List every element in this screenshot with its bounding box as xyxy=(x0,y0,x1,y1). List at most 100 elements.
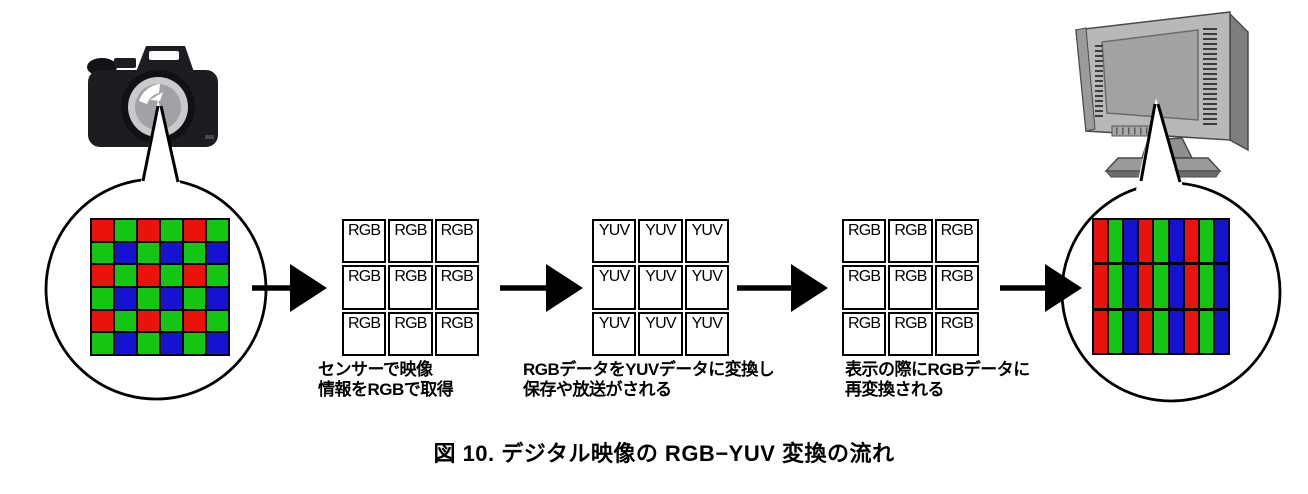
stage-caption-yuv: RGBデータをYUVデータに変換し 保存や放送がされる xyxy=(523,360,775,399)
sensor-pixel-B xyxy=(207,333,228,354)
sensor-pixel-R xyxy=(184,220,205,241)
display-subpixel-B xyxy=(1124,310,1138,353)
display-subpixel-G xyxy=(1154,265,1168,308)
display-subpixel-R xyxy=(1184,310,1198,353)
display-rgb-cell: RGB xyxy=(934,265,979,310)
sensor-pixel-R xyxy=(138,310,159,332)
display-subpixel-R xyxy=(1184,265,1198,308)
sensor-rgb-cell: RGB xyxy=(342,219,387,264)
sensor-pixel-G xyxy=(207,310,228,332)
sensor-pixel-G xyxy=(138,287,159,309)
sensor-pixel-B xyxy=(115,333,136,354)
sensor-pixel-G xyxy=(138,242,159,264)
sensor-pixel-R xyxy=(92,310,113,332)
display-subpixel-B xyxy=(1214,220,1228,263)
display-subpixel-G xyxy=(1109,265,1123,308)
display-rgb-cell: RGB xyxy=(888,219,933,264)
sensor-pixel-B xyxy=(161,333,182,354)
display-subpixel-B xyxy=(1214,265,1228,308)
sensor-pixel-B xyxy=(207,287,228,309)
display-subpixel-G xyxy=(1154,310,1168,353)
display-subpixel-R xyxy=(1184,220,1198,263)
sensor-pixel-R xyxy=(138,220,159,241)
flow-arrow-1 xyxy=(252,264,327,312)
display-rgb-cell: RGB xyxy=(888,311,933,356)
stage-caption-display: 表示の際にRGBデータに 再変換される xyxy=(845,360,1030,399)
display-subpixel-R xyxy=(1094,220,1108,263)
sensor-pixel-G xyxy=(184,242,205,264)
display-subpixel-B xyxy=(1169,220,1183,263)
monitor-icon xyxy=(1075,11,1249,178)
display-subpixel-B xyxy=(1214,310,1228,353)
sensor-rgb-cell: RGB xyxy=(434,311,479,356)
figure-caption: 図 10. デジタル映像の RGB−YUV 変換の流れ xyxy=(433,441,895,466)
yuv-cell: YUV xyxy=(592,219,637,264)
sensor-rgb-cell: RGB xyxy=(342,265,387,310)
display-subpixel-G xyxy=(1109,220,1123,263)
sensor-pixel-R xyxy=(184,310,205,332)
sensor-pixel-B xyxy=(161,287,182,309)
display-rgb-cell: RGB xyxy=(842,219,887,264)
sensor-rgb-cell: RGB xyxy=(342,311,387,356)
display-rgb-cell: RGB xyxy=(888,265,933,310)
sensor-pixel-G xyxy=(161,310,182,332)
sensor-pixel-G xyxy=(92,287,113,309)
display-subpixel-G xyxy=(1154,220,1168,263)
display-subpixel-R xyxy=(1094,310,1108,353)
sensor-pixel-G xyxy=(161,220,182,241)
yuv-cell: YUV xyxy=(592,311,637,356)
display-subpixel-R xyxy=(1139,265,1153,308)
sensor-pixel-G xyxy=(207,265,228,286)
flow-arrow-3 xyxy=(737,264,828,312)
stripe-grid xyxy=(1092,218,1230,355)
display-subpixel-R xyxy=(1094,265,1108,308)
sensor-pixel-G xyxy=(184,333,205,354)
sensor-pixel-B xyxy=(207,242,228,264)
display-subpixel-G xyxy=(1199,265,1213,308)
display-subpixel-B xyxy=(1169,265,1183,308)
sensor-pixel-G xyxy=(115,310,136,332)
display-rgb-cell: RGB xyxy=(934,311,979,356)
stage-caption-sensor: センサーで映像 情報をRGBで取得 xyxy=(318,360,454,399)
sensor-rgb-cell: RGB xyxy=(434,265,479,310)
display-subpixel-R xyxy=(1139,310,1153,353)
display-rgb-cell: RGB xyxy=(842,265,887,310)
yuv-cell: YUV xyxy=(638,311,683,356)
sensor-pixel-B xyxy=(115,242,136,264)
sensor-pixel-R xyxy=(184,265,205,286)
yuv-cell: YUV xyxy=(684,265,729,310)
sensor-pixel-B xyxy=(161,242,182,264)
flow-arrow-2 xyxy=(500,264,583,312)
flow-arrow-4 xyxy=(1000,264,1082,312)
yuv-cell: YUV xyxy=(592,265,637,310)
sensor-rgb-cell: RGB xyxy=(388,311,433,356)
sensor-pixel-G xyxy=(115,265,136,286)
sensor-rgb-cell: RGB xyxy=(388,219,433,264)
display-subpixel-B xyxy=(1169,310,1183,353)
yuv-cell: YUV xyxy=(638,265,683,310)
display-subpixel-G xyxy=(1109,310,1123,353)
sensor-pixel-R xyxy=(92,265,113,286)
yuv-cell: YUV xyxy=(684,219,729,264)
yuv-cell: YUV xyxy=(638,219,683,264)
sensor-pixel-G xyxy=(161,265,182,286)
sensor-rgb-cell: RGB xyxy=(388,265,433,310)
sensor-pixel-G xyxy=(115,220,136,241)
sensor-pixel-G xyxy=(184,287,205,309)
bayer-grid xyxy=(90,218,230,356)
sensor-pixel-G xyxy=(92,242,113,264)
display-rgb-cell: RGB xyxy=(934,219,979,264)
display-subpixel-G xyxy=(1199,310,1213,353)
sensor-rgb-cell: RGB xyxy=(434,219,479,264)
sensor-pixel-G xyxy=(207,220,228,241)
yuv-cell: YUV xyxy=(684,311,729,356)
display-subpixel-R xyxy=(1139,220,1153,263)
sensor-pixel-G xyxy=(138,333,159,354)
sensor-pixel-G xyxy=(92,333,113,354)
sensor-pixel-R xyxy=(138,265,159,286)
sensor-pixel-R xyxy=(92,220,113,241)
display-subpixel-B xyxy=(1124,265,1138,308)
